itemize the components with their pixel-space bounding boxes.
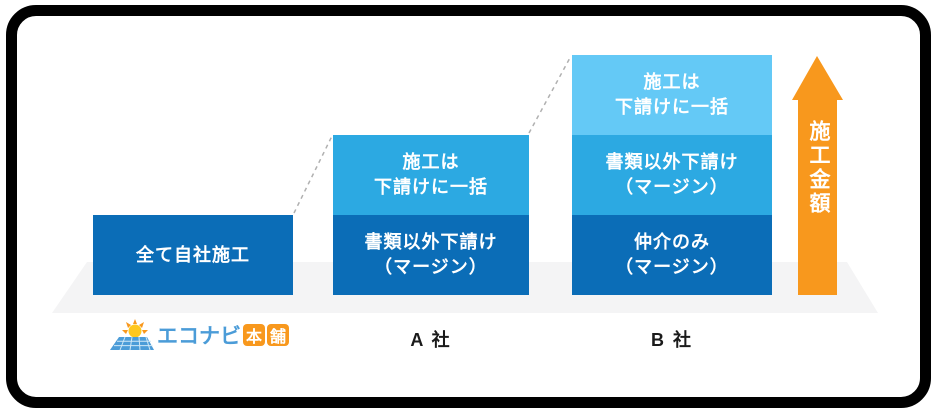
segment-a-subcontract-build: 施工は 下請けに一括 xyxy=(333,135,529,215)
panel-grid xyxy=(114,336,153,351)
company-a-label: A 社 xyxy=(410,330,452,350)
segment-label-line2: （マージン） xyxy=(615,177,729,197)
segment-b-broker-only: 仲介のみ （マージン） xyxy=(572,215,772,295)
bar-company-b: 施工は 下請けに一括 書類以外下請け （マージン） 仲介のみ （マージン） xyxy=(572,55,772,295)
logo-badge-hon: 本 xyxy=(243,324,265,346)
logo-badge-po: 舗 xyxy=(267,324,289,346)
segment-b-subcontract-build: 施工は 下請けに一括 xyxy=(572,55,772,135)
segment-label-line2: 下請けに一括 xyxy=(374,177,488,197)
segment-b-margin-docs: 書類以外下請け （マージン） xyxy=(572,135,772,215)
segment-label-line1: 仲介のみ xyxy=(634,232,710,252)
dashed-line-1 xyxy=(293,135,333,214)
segment-label-line2: （マージン） xyxy=(615,257,729,277)
solar-panel-sun-icon xyxy=(110,319,154,351)
cost-arrow-shape xyxy=(792,56,843,295)
company-b-label: B 社 xyxy=(651,330,693,350)
segment-label: 全て自社施工 xyxy=(136,244,250,265)
logo-text: エコナビ xyxy=(157,325,241,348)
bar-company-a: 施工は 下請けに一括 書類以外下請け （マージン） xyxy=(333,135,529,295)
segment-label-line2: 下請けに一括 xyxy=(615,97,729,117)
segment-all-inhouse: 全て自社施工 xyxy=(93,215,293,295)
segment-label-line1: 書類以外下請け xyxy=(605,152,739,172)
segment-label-line1: 書類以外下請け xyxy=(364,232,498,252)
segment-label-line2: （マージン） xyxy=(374,257,488,277)
sun-circle xyxy=(128,324,142,338)
dashed-line-2 xyxy=(528,55,572,134)
econavi-logo: エコナビ 本 舗 xyxy=(108,317,289,353)
cost-arrow-label: 施工金額 xyxy=(807,120,830,216)
segment-a-margin: 書類以外下請け （マージン） xyxy=(333,215,529,295)
sun-rays xyxy=(122,319,148,334)
segment-label-line1: 施工は xyxy=(402,152,460,172)
bar-econavi: 全て自社施工 xyxy=(93,215,293,295)
segment-label-line1: 施工は xyxy=(643,72,701,92)
